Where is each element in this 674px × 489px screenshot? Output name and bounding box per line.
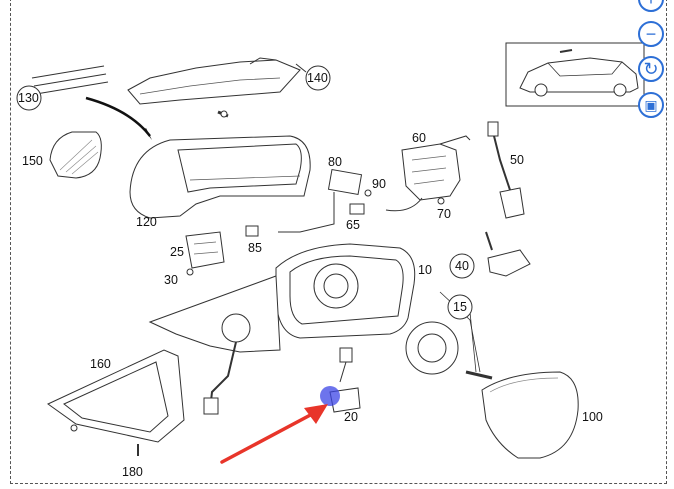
zoom-out-button[interactable]: − xyxy=(638,21,664,47)
part-80-drawing xyxy=(278,168,372,233)
part-label-60[interactable]: 60 xyxy=(412,131,426,145)
part-60-drawing xyxy=(245,135,471,237)
part-25-drawing xyxy=(185,231,225,276)
callout-circle-130 xyxy=(16,85,42,111)
part-label-100[interactable]: 100 xyxy=(582,410,603,424)
part-label-140[interactable]: 140 xyxy=(307,71,328,85)
part-160-drawing xyxy=(47,349,185,456)
diagram-frame xyxy=(10,0,667,484)
part-label-180[interactable]: 180 xyxy=(122,465,143,479)
part-50-drawing xyxy=(487,121,525,219)
callout-circle-15 xyxy=(447,294,473,320)
reset-view-button[interactable]: ↻ xyxy=(638,56,664,82)
refresh-icon: ↻ xyxy=(643,59,659,79)
part-100-drawing xyxy=(481,371,579,459)
part-label-70[interactable]: 70 xyxy=(437,207,451,221)
part-label-160[interactable]: 160 xyxy=(90,357,111,371)
image-view-button[interactable]: ▣ xyxy=(638,92,664,118)
part-label-10[interactable]: 10 xyxy=(418,263,432,277)
part-label-90[interactable]: 90 xyxy=(372,177,386,191)
part-label-65[interactable]: 65 xyxy=(346,218,360,232)
part-label-15[interactable]: 15 xyxy=(453,300,467,314)
part-150-drawing xyxy=(49,131,102,179)
part-label-120[interactable]: 120 xyxy=(136,215,157,229)
callouts xyxy=(16,63,475,320)
minus-icon: − xyxy=(645,24,657,44)
part-label-20[interactable]: 20 xyxy=(344,410,358,424)
plus-icon: + xyxy=(646,0,657,8)
callout-circle-140 xyxy=(305,65,331,91)
vehicle-thumbnail xyxy=(505,42,645,107)
part-label-50[interactable]: 50 xyxy=(510,153,524,167)
part-label-30[interactable]: 30 xyxy=(164,273,178,287)
part-label-40[interactable]: 40 xyxy=(455,259,469,273)
part-120-drawing xyxy=(129,135,311,219)
part-label-85[interactable]: 85 xyxy=(248,241,262,255)
part-140-drawing xyxy=(127,57,301,118)
part-label-25[interactable]: 25 xyxy=(170,245,184,259)
part-130-drawing xyxy=(31,65,152,140)
part-label-130[interactable]: 130 xyxy=(18,91,39,105)
red-pointer-arrow xyxy=(220,404,328,464)
part-label-80[interactable]: 80 xyxy=(328,155,342,169)
callout-circle-40 xyxy=(449,253,475,279)
part-label-150[interactable]: 150 xyxy=(22,154,43,168)
image-icon: ▣ xyxy=(644,97,658,113)
part-20-drawing xyxy=(320,347,361,413)
part-10-drawing xyxy=(148,243,416,415)
part-40-drawing xyxy=(485,231,531,277)
